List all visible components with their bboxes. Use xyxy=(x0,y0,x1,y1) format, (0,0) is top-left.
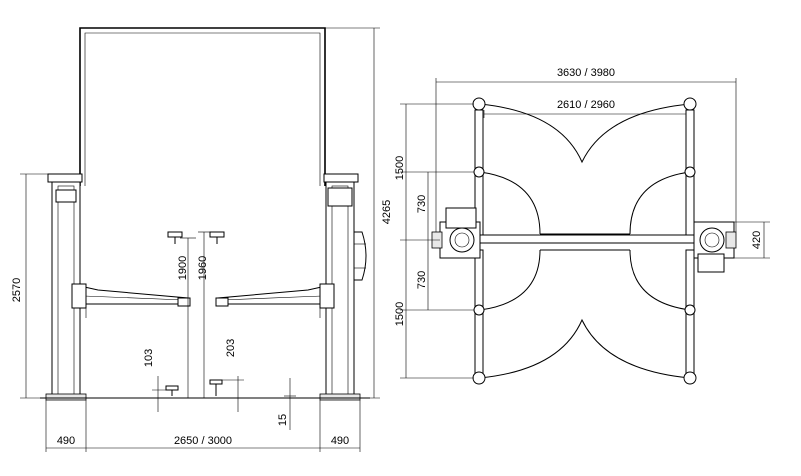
base-left-label: 490 xyxy=(57,435,75,447)
overhead-frame xyxy=(79,27,326,186)
left-column-top xyxy=(431,207,481,259)
dim-max-height-low: 1900 xyxy=(177,237,196,398)
right-column-top xyxy=(693,221,737,273)
arm-offset-upper-label: 730 xyxy=(416,195,428,213)
arm-reach-upper-label: 1500 xyxy=(394,156,406,180)
max-height-high-label: 1960 xyxy=(197,256,209,280)
dim-pad-height: 203 xyxy=(222,339,244,412)
dim-min-height: 103 xyxy=(143,349,176,412)
front-view: 4265 2570 1900 1960 103 xyxy=(11,27,393,452)
right-lift-arm xyxy=(215,283,335,318)
lowered-pads xyxy=(165,379,223,396)
dim-bottom-widths: 490 2650 / 3000 490 xyxy=(45,400,361,452)
arm-swing-arcs xyxy=(479,103,691,379)
dim-floor-clearance: 15 xyxy=(277,378,296,430)
pad-height-label: 203 xyxy=(225,339,237,357)
dim-column-height: 2570 xyxy=(11,173,52,399)
top-view: 3630 / 3980 2610 / 2960 1500 730 730 150… xyxy=(394,67,770,385)
column-depth-label: 420 xyxy=(751,231,763,249)
dim-column-depth: 420 xyxy=(734,221,770,259)
floor-clearance-label: 15 xyxy=(277,414,289,426)
crossbar-top xyxy=(459,234,711,244)
arm-reach-lower-label: 1500 xyxy=(394,302,406,326)
min-height-label: 103 xyxy=(143,349,155,367)
inner-width-label: 2650 / 3000 xyxy=(174,435,232,447)
dim-overall-height: 4265 xyxy=(325,27,393,399)
max-height-low-label: 1900 xyxy=(177,256,189,280)
overall-height-label: 4265 xyxy=(381,200,393,224)
dim-top-left-verticals: 1500 730 730 1500 xyxy=(394,103,474,379)
arm-offset-lower-label: 730 xyxy=(416,271,428,289)
top-inner-width-label: 2610 / 2960 xyxy=(557,99,615,111)
dim-top-inner-width: 2610 / 2960 xyxy=(483,99,687,118)
base-right-label: 490 xyxy=(331,435,349,447)
top-overall-width-label: 3630 / 3980 xyxy=(557,67,615,79)
dim-top-overall-width: 3630 / 3980 xyxy=(435,67,737,232)
column-height-label: 2570 xyxy=(11,278,23,302)
dim-max-height-high: 1960 xyxy=(197,231,212,398)
raised-pads xyxy=(167,231,225,244)
left-lift-arm xyxy=(71,283,191,318)
motor-unit xyxy=(353,231,367,281)
